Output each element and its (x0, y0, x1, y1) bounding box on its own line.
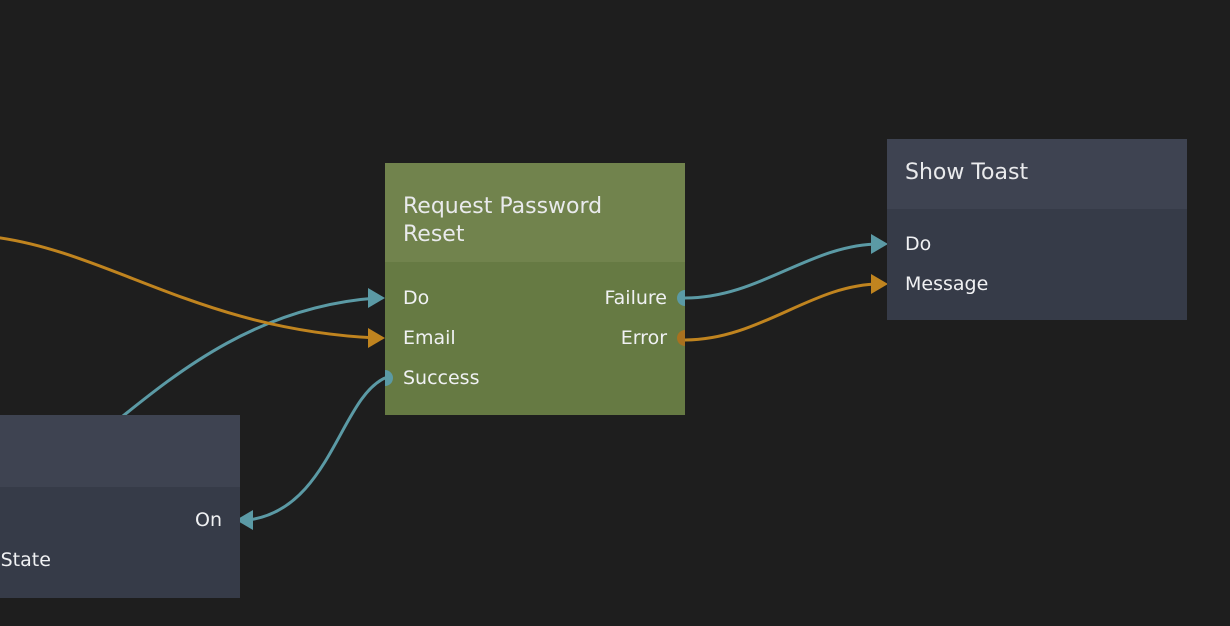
edge-in-exec-do-arrow-icon (368, 288, 385, 308)
port-out-failure[interactable]: Failure (604, 287, 667, 309)
node-body-switch: rent State On (0, 487, 240, 598)
port-out-error[interactable]: Error (620, 327, 667, 349)
node-header-request-password-reset[interactable]: Request Password Reset (385, 163, 685, 262)
edge-in-exec-do[interactable] (116, 296, 379, 422)
port-in-success[interactable]: Success (403, 367, 480, 389)
port-in-message[interactable]: Message (905, 273, 989, 295)
port-in-rent-state[interactable]: rent State (0, 549, 51, 571)
edge-error-to-message-arrow-icon (871, 274, 888, 294)
node-title-request-password-reset: Request Password Reset (403, 194, 603, 247)
port-in-email[interactable]: Email (403, 327, 456, 349)
node-header-switch[interactable]: tch (0, 415, 240, 487)
port-dot-error-icon[interactable] (677, 330, 685, 346)
port-dot-failure-icon[interactable] (677, 290, 685, 306)
port-out-on[interactable]: On (195, 509, 222, 531)
edge-in-data-email[interactable] (0, 236, 379, 340)
port-in-do[interactable]: Do (403, 287, 430, 309)
edge-in-data-email-arrow-icon (368, 328, 385, 348)
edge-error-to-message[interactable] (683, 282, 882, 342)
edge-success-to-on[interactable] (246, 376, 387, 522)
port-in-do[interactable]: Do (905, 233, 932, 255)
edge-failure-to-do[interactable] (683, 242, 882, 300)
node-title-show-toast: Show Toast (905, 160, 1029, 185)
node-header-show-toast[interactable]: Show Toast (887, 139, 1187, 209)
edge-failure-to-do-arrow-icon (871, 234, 888, 254)
port-dot-success-icon[interactable] (385, 370, 393, 386)
node-switch[interactable]: tch rent State On (0, 415, 240, 598)
